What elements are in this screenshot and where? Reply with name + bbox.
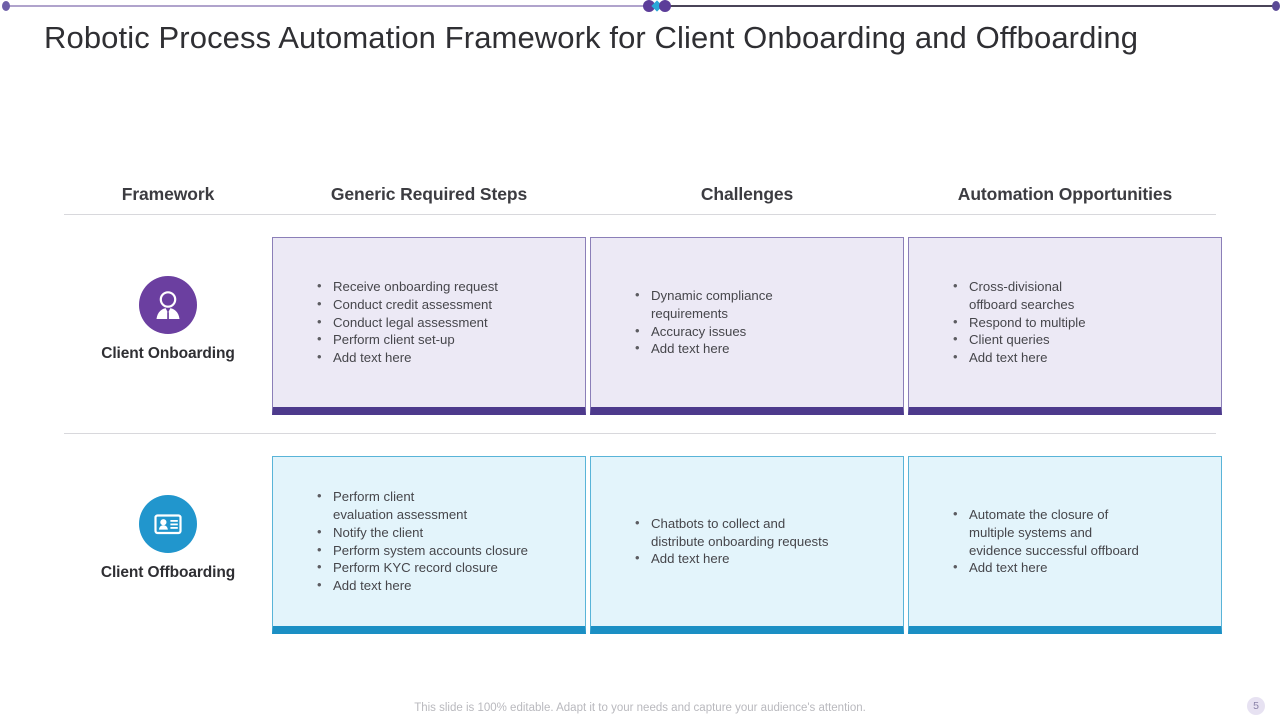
rule-dot-left-icon xyxy=(643,0,655,12)
rule-endcap-left xyxy=(2,1,10,11)
list-item: Receive onboarding request xyxy=(317,277,571,296)
list-item: Accuracy issues xyxy=(635,322,889,341)
matrix-row-onboarding: Client Onboarding Receive onboarding req… xyxy=(64,215,1222,424)
list-item: Perform KYC record closure xyxy=(317,558,571,577)
list-item: Automate the closure of multiple systems… xyxy=(953,505,1207,559)
matrix-header-row: Framework Generic Required Steps Challen… xyxy=(64,165,1216,205)
list-item: Dynamic compliance requirements xyxy=(635,286,889,323)
bullet-list-steps-offboarding: Perform client evaluation assessment Not… xyxy=(273,487,585,595)
card-automation-offboarding: Automate the closure of multiple systems… xyxy=(908,447,1222,643)
column-header-challenges: Challenges xyxy=(700,184,794,204)
list-item: Cross-divisional offboard searches xyxy=(953,277,1207,314)
list-item: Add text here xyxy=(635,549,889,568)
framework-label-onboarding: Client Onboarding xyxy=(101,344,235,362)
list-item: Perform system accounts closure xyxy=(317,541,571,560)
list-item: Client queries xyxy=(953,330,1207,349)
list-item: Respond to multiple xyxy=(953,313,1207,332)
list-item: Conduct legal assessment xyxy=(317,313,571,332)
header-divider xyxy=(64,214,1216,215)
column-header-steps: Generic Required Steps xyxy=(330,184,528,204)
rule-line-right xyxy=(648,5,1274,7)
bullet-list-challenges-onboarding: Dynamic compliance requirements Accuracy… xyxy=(591,286,903,358)
row-divider xyxy=(64,433,1216,434)
rule-endcap-right xyxy=(1272,1,1280,11)
column-header-framework: Framework xyxy=(121,184,215,204)
rule-dot-right-icon xyxy=(659,0,671,12)
rule-line-left xyxy=(8,5,648,7)
top-decorative-rule xyxy=(0,0,1280,14)
framework-cell-offboarding: Client Offboarding xyxy=(64,447,272,643)
framework-matrix: Framework Generic Required Steps Challen… xyxy=(64,165,1222,643)
user-profile-icon xyxy=(139,275,197,334)
page-title: Robotic Process Automation Framework for… xyxy=(44,20,1139,55)
list-item: Notify the client xyxy=(317,523,571,542)
list-item: Perform client evaluation assessment xyxy=(317,487,571,524)
list-item: Add text here xyxy=(317,348,571,367)
list-item: Perform client set-up xyxy=(317,330,571,349)
card-steps-onboarding: Receive onboarding request Conduct credi… xyxy=(272,228,586,424)
list-item: Add text here xyxy=(317,576,571,595)
list-item: Add text here xyxy=(635,339,889,358)
list-item: Add text here xyxy=(953,558,1207,577)
framework-cell-onboarding: Client Onboarding xyxy=(64,228,272,424)
card-challenges-offboarding: Chatbots to collect and distribute onboa… xyxy=(590,447,904,643)
card-automation-onboarding: Cross-divisional offboard searches Respo… xyxy=(908,228,1222,424)
page-number-badge: 5 xyxy=(1247,697,1265,715)
id-card-icon xyxy=(139,494,197,553)
list-item: Chatbots to collect and distribute onboa… xyxy=(635,514,889,551)
bullet-list-challenges-offboarding: Chatbots to collect and distribute onboa… xyxy=(591,514,903,568)
column-header-automation: Automation Opportunities xyxy=(957,184,1173,204)
bullet-list-steps-onboarding: Receive onboarding request Conduct credi… xyxy=(273,277,585,367)
card-challenges-onboarding: Dynamic compliance requirements Accuracy… xyxy=(590,228,904,424)
card-steps-offboarding: Perform client evaluation assessment Not… xyxy=(272,447,586,643)
matrix-row-offboarding: Client Offboarding Perform client evalua… xyxy=(64,434,1222,643)
list-item: Conduct credit assessment xyxy=(317,295,571,314)
bullet-list-automation-onboarding: Cross-divisional offboard searches Respo… xyxy=(909,277,1221,367)
list-item: Add text here xyxy=(953,348,1207,367)
framework-label-offboarding: Client Offboarding xyxy=(100,563,236,581)
footer-note: This slide is 100% editable. Adapt it to… xyxy=(414,702,866,714)
bullet-list-automation-offboarding: Automate the closure of multiple systems… xyxy=(909,505,1221,577)
